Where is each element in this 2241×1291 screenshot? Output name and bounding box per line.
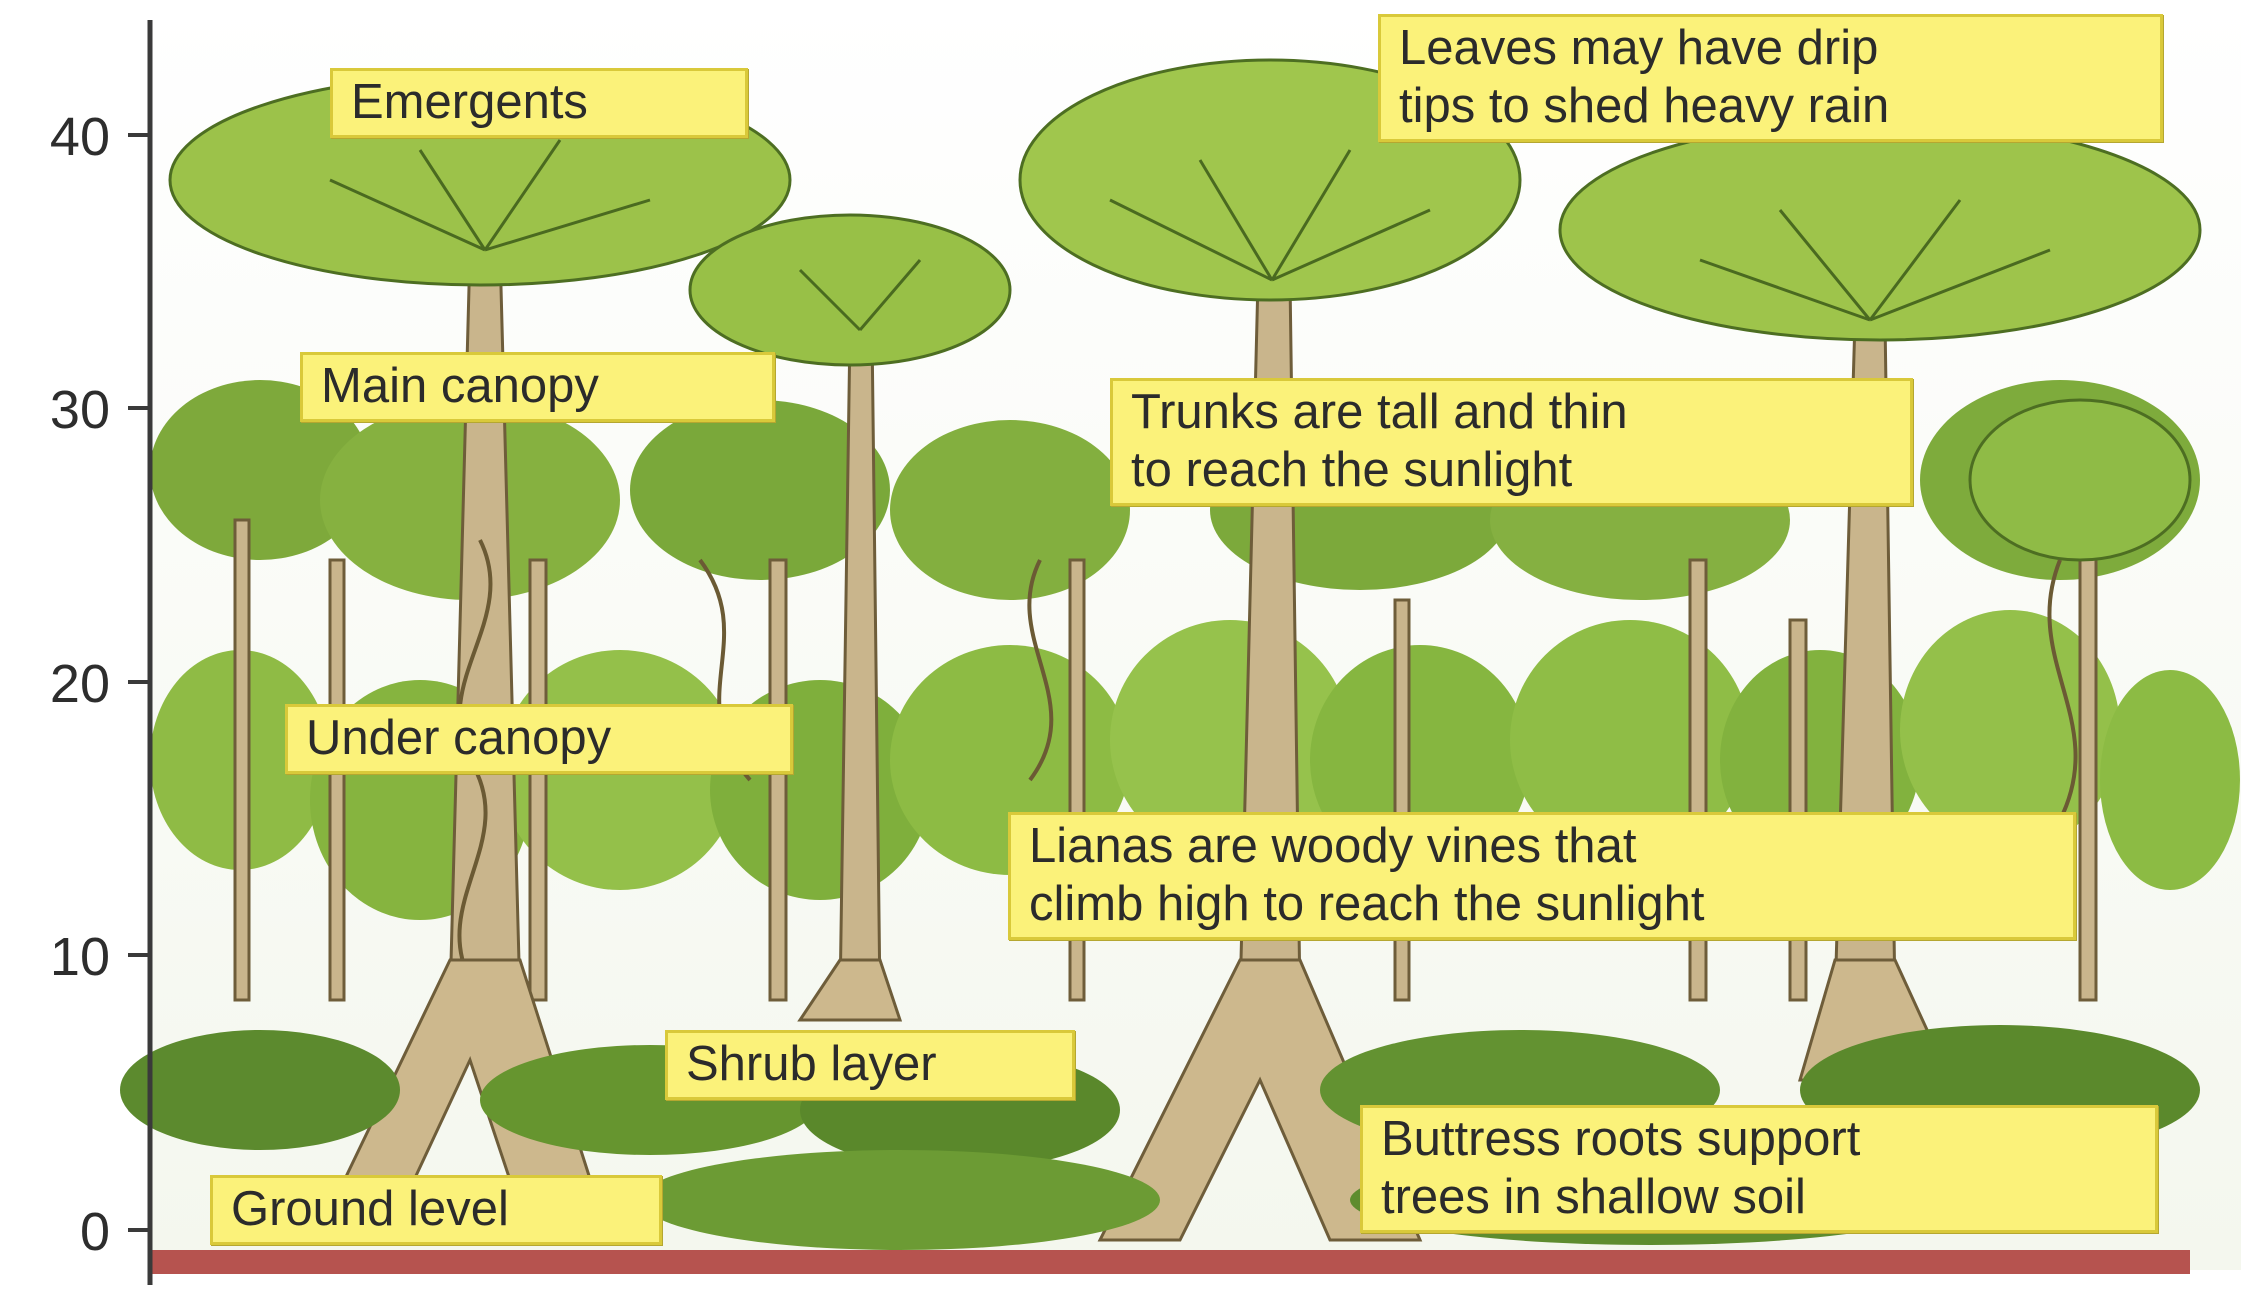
axis-tick-label-0: 0 [0, 1205, 110, 1259]
buttress-line-2: trees in shallow soil [1381, 1168, 2137, 1226]
drip-tips-line-1: Leaves may have drip [1399, 19, 2142, 77]
axis-tick-label-10: 10 [0, 930, 110, 984]
under-canopy-label: Under canopy [285, 704, 793, 774]
axis-tick-label-40: 40 [0, 110, 110, 164]
trunks-label: Trunks are tall and thin to reach the su… [1110, 378, 1913, 506]
axis-tick-label-30: 30 [0, 383, 110, 437]
drip-tips-label: Leaves may have drip tips to shed heavy … [1378, 14, 2163, 142]
lianas-line-1: Lianas are woody vines that [1029, 817, 2055, 875]
lianas-label: Lianas are woody vines that climb high t… [1008, 812, 2076, 940]
lianas-line-2: climb high to reach the sunlight [1029, 875, 2055, 933]
trunks-line-1: Trunks are tall and thin [1131, 383, 1892, 441]
main-canopy-label: Main canopy [300, 352, 775, 422]
trunks-line-2: to reach the sunlight [1131, 441, 1892, 499]
buttress-line-1: Buttress roots support [1381, 1110, 2137, 1168]
ground-level-label: Ground level [210, 1175, 662, 1245]
ground-strip [150, 1250, 2190, 1274]
buttress-roots-label: Buttress roots support trees in shallow … [1360, 1105, 2158, 1233]
emergents-label: Emergents [330, 68, 748, 138]
axis-tick-label-20: 20 [0, 657, 110, 711]
shrub-layer-label: Shrub layer [665, 1030, 1075, 1100]
drip-tips-line-2: tips to shed heavy rain [1399, 77, 2142, 135]
